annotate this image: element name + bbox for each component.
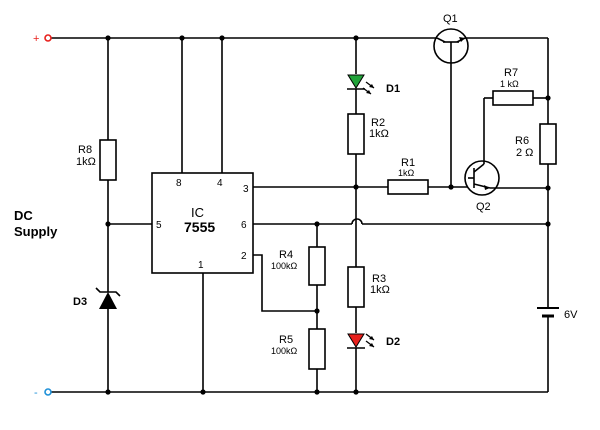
- negative-sign: -: [34, 387, 38, 399]
- r1-value: 1kΩ: [398, 168, 415, 178]
- r8-name: R8: [78, 144, 92, 156]
- r4-value: 100kΩ: [271, 261, 298, 271]
- pin-6: 6: [241, 220, 247, 231]
- pin-1: 1: [198, 260, 204, 271]
- resistor-r6: [539, 123, 557, 165]
- q2-name: Q2: [476, 201, 491, 213]
- resistor-r5: [308, 328, 326, 370]
- r6-value: 2 Ω: [516, 147, 533, 159]
- ic-part: 7555: [184, 219, 215, 235]
- pin-8: 8: [176, 178, 182, 189]
- q1-name: Q1: [443, 13, 458, 25]
- d3-name: D3: [73, 296, 87, 308]
- resistor-r1: [387, 179, 429, 195]
- r5-name: R5: [279, 334, 293, 346]
- resistor-r8: [99, 139, 117, 181]
- r2-name: R2: [371, 117, 385, 129]
- positive-terminal: [44, 34, 52, 42]
- pin-5: 5: [156, 220, 162, 231]
- r7-name: R7: [504, 67, 518, 79]
- resistor-r7: [492, 90, 534, 106]
- pin-2: 2: [241, 251, 247, 262]
- transistor-q2: [464, 160, 500, 196]
- r5-value: 100kΩ: [271, 346, 298, 356]
- supply-label-line1: DC: [14, 208, 33, 223]
- r2-value: 1kΩ: [369, 128, 389, 140]
- zener-diode-d3: [99, 292, 117, 309]
- positive-sign: +: [33, 33, 39, 45]
- r6-name: R6: [515, 135, 529, 147]
- resistor-r2: [347, 113, 365, 155]
- d1-name: D1: [386, 83, 400, 95]
- d2-name: D2: [386, 336, 400, 348]
- resistor-r3: [347, 266, 365, 308]
- r3-name: R3: [372, 273, 386, 285]
- led-d2: [347, 333, 365, 348]
- r1-name: R1: [401, 157, 415, 169]
- r4-name: R4: [279, 249, 293, 261]
- led-d1: [347, 74, 365, 89]
- r8-value: 1kΩ: [76, 156, 96, 168]
- r3-value: 1kΩ: [370, 284, 390, 296]
- resistor-r4: [308, 246, 326, 286]
- battery-value: 6V: [564, 309, 578, 321]
- ic-name: IC: [191, 205, 204, 220]
- supply-label-line2: Supply: [14, 224, 58, 239]
- r7-value: 1 kΩ: [500, 79, 519, 89]
- negative-terminal: [44, 388, 52, 396]
- pin-4: 4: [217, 178, 223, 189]
- pin-3: 3: [243, 184, 249, 195]
